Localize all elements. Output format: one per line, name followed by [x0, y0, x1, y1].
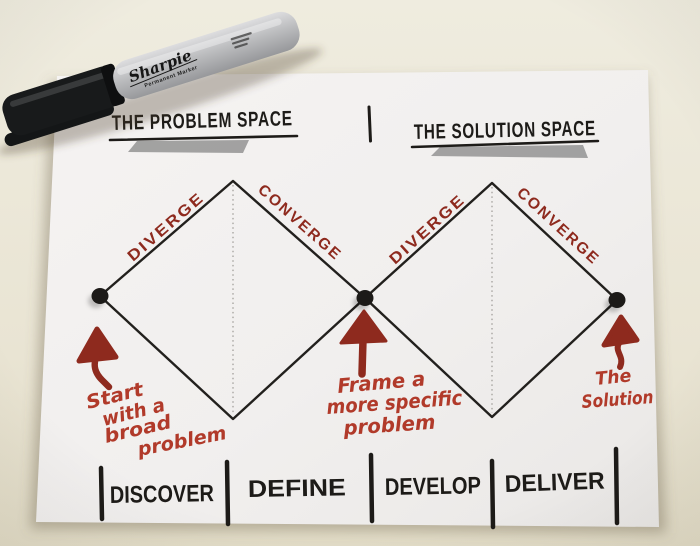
photo-vignette [0, 0, 700, 546]
photo-canvas: THE PROBLEM SPACE THE SOLUTION SPACE DIV… [0, 0, 700, 546]
double-diamond-sketch: THE PROBLEM SPACE THE SOLUTION SPACE DIV… [0, 0, 700, 546]
